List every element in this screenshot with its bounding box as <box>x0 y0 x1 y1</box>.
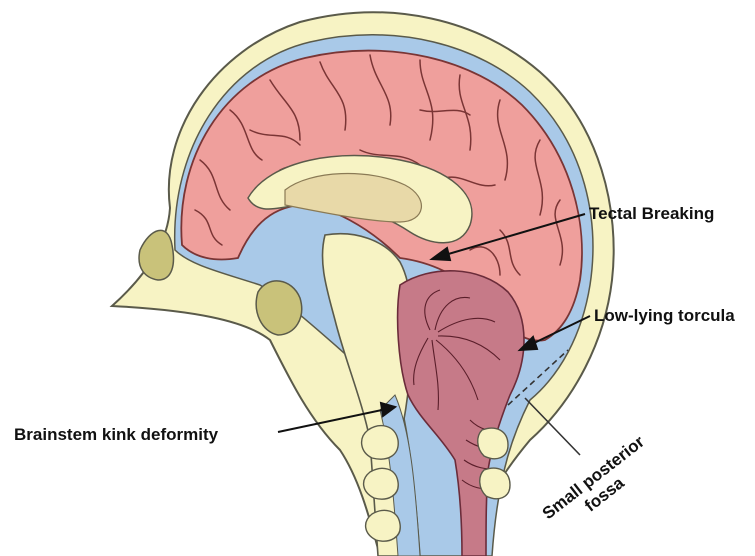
label-tectal-breaking: Tectal Breaking <box>589 204 714 223</box>
label-brainstem-kink: Brainstem kink deformity <box>14 425 219 444</box>
frontal-sinus <box>139 230 173 280</box>
label-small-posterior-fossa: Small posterior fossa <box>539 432 661 539</box>
label-low-lying-torcula: Low-lying torcula <box>594 306 735 325</box>
